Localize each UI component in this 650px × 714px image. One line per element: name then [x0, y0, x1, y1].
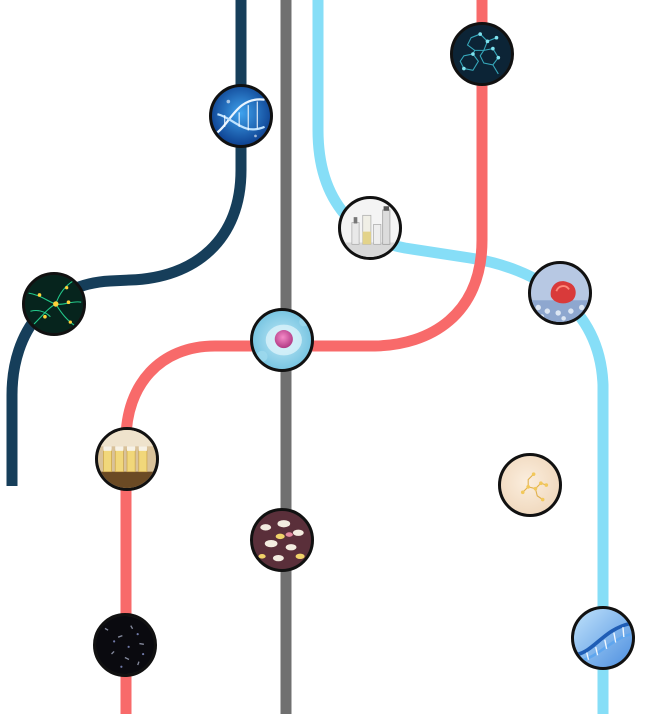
- node-dna-blue[interactable]: [571, 606, 635, 670]
- node-cell[interactable]: [250, 308, 314, 372]
- neuron-network-icon: [25, 275, 83, 333]
- dna-helix-icon: [212, 87, 270, 145]
- line-navy: [6, 0, 247, 486]
- pills-icon: [253, 511, 311, 569]
- cell-icon: [253, 311, 311, 369]
- lab-bottles-icon: [341, 199, 399, 257]
- node-dna-helix[interactable]: [209, 84, 273, 148]
- molecule-network-icon: [453, 25, 511, 83]
- node-virus-particles[interactable]: [528, 261, 592, 325]
- node-lab-bottles[interactable]: [338, 196, 402, 260]
- node-dark-particles[interactable]: [93, 613, 157, 677]
- node-vials[interactable]: [95, 427, 159, 491]
- molecule-cream-icon: [501, 456, 559, 514]
- dark-particles-icon: [96, 616, 154, 674]
- dna-blue-icon: [574, 609, 632, 667]
- vials-icon: [98, 430, 156, 488]
- node-molecule-cream[interactable]: [498, 453, 562, 517]
- node-neuron-network[interactable]: [22, 272, 86, 336]
- node-molecule-network[interactable]: [450, 22, 514, 86]
- node-pills[interactable]: [250, 508, 314, 572]
- virus-particles-icon: [531, 264, 589, 322]
- line-coral: [120, 0, 488, 714]
- line-lightblue: [312, 0, 609, 714]
